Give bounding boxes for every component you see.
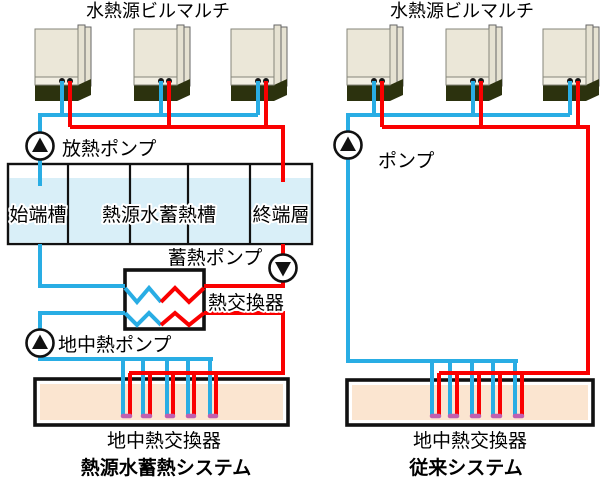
left-title: 水熱源ビルマルチ [86,1,230,21]
storage-tank [6,162,314,246]
hx-zigzag-hot [159,285,206,305]
system-name: 従来システム [408,456,522,479]
radiating-pump-icon [25,131,55,161]
heat-exchanger-label: 熱交換器 [208,292,284,314]
conventional-system: 水熱源ビルマルチ ポンプ 地中熱交換器 従来システム [333,0,600,481]
hot-pipes [380,81,590,415]
hx-zigzag-cold [123,284,163,306]
hx-zigzag-cold [123,310,163,328]
radiating-pump-label: 放熱ポンプ [62,138,156,160]
storage-tank-label: 熱源水蓄熱槽 [102,204,216,226]
pump-icon [333,130,363,160]
ground-hx-label: 地中熱交換器 [107,430,221,452]
start-tank-label: 始端槽 [9,204,66,226]
ground-pump-icon [25,328,55,358]
hx-zigzag-hot [159,310,206,328]
pump-label: ポンプ [378,150,434,172]
storage-pump-icon [268,253,298,283]
tank-water [9,178,311,243]
ground-pump-label: 地中熱ポンプ [58,334,171,356]
system-name: 熱源水蓄熱システム [81,456,251,479]
storage-pump-label: 蓄熱ポンプ [168,247,262,269]
ground-fill [40,384,283,420]
ground-heat-exchanger [33,377,290,427]
right-title: 水熱源ビルマルチ [390,1,534,21]
storage-system: 水熱源ビルマルチ 放熱ポンプ 始端槽 熱源水蓄熱槽 終端層 蓄熱ポンプ 熱交換器… [6,0,314,481]
heat-exchanger-box [123,268,206,331]
ground-hx-label: 地中熱交換器 [413,430,527,452]
end-tank-label: 終端層 [252,204,309,226]
cold-pipes [346,81,572,415]
